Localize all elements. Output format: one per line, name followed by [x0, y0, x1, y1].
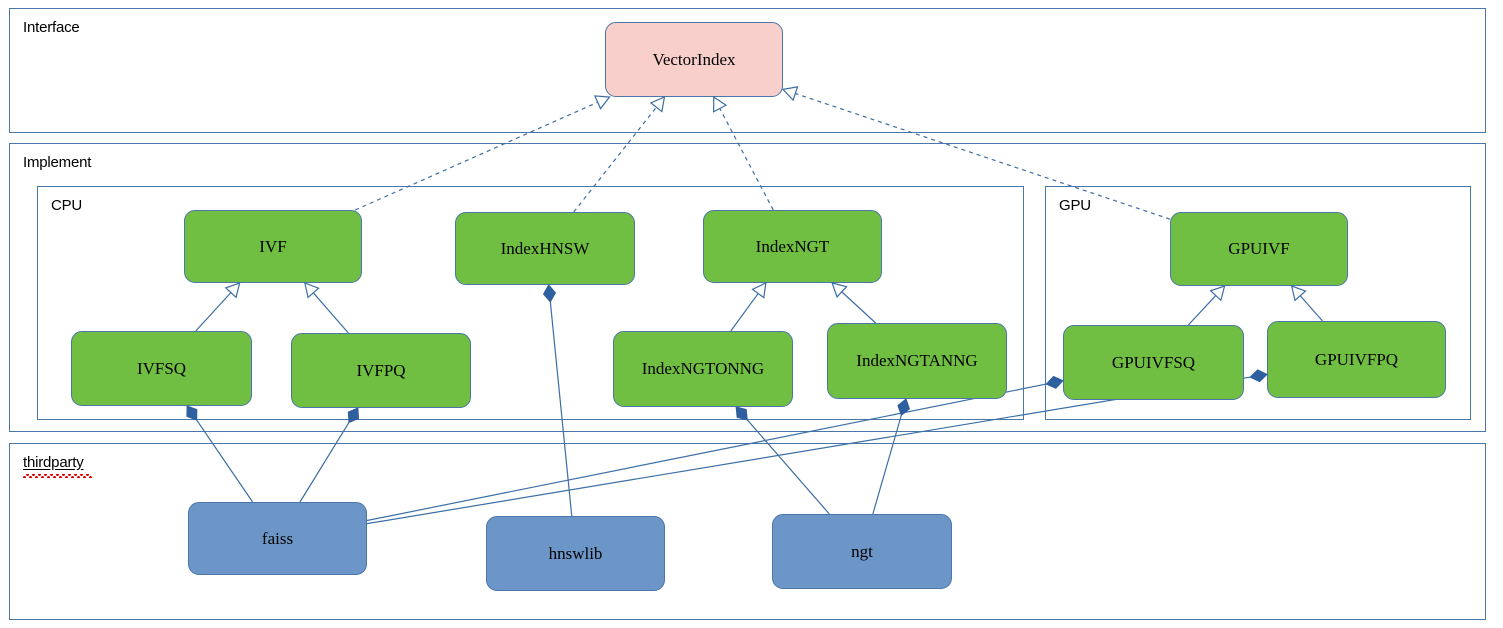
node-label-gpuivfsq: GPUIVFSQ — [1111, 352, 1196, 372]
node-hnswlib[interactable]: hnswlib — [486, 516, 665, 591]
node-label-ngt: ngt — [851, 541, 873, 561]
node-label-hnswlib: hnswlib — [548, 543, 603, 563]
node-label-faiss: faiss — [261, 528, 294, 548]
node-ivfsq[interactable]: IVFSQ — [71, 331, 252, 406]
node-faiss[interactable]: faiss — [188, 502, 367, 575]
container-gpu — [1045, 186, 1471, 420]
node-label-gpuivf: GPUIVF — [1228, 239, 1290, 258]
node-label-ivfsq: IVFSQ — [136, 358, 187, 378]
node-indexngtanng[interactable]: IndexNGTANNG — [827, 323, 1007, 399]
node-label-vectorindex: VectorIndex — [652, 49, 736, 69]
node-label-indexhnsw: IndexHNSW — [500, 238, 590, 258]
node-ngt[interactable]: ngt — [772, 514, 952, 589]
spellcheck-underline — [23, 474, 92, 478]
node-indexngt[interactable]: IndexNGT — [703, 210, 882, 283]
node-indexhnsw[interactable]: IndexHNSW — [455, 212, 635, 285]
node-gpuivf[interactable]: GPUIVF — [1170, 212, 1348, 286]
node-label-indexngt: IndexNGT — [755, 236, 830, 256]
node-label-indexngtanng: IndexNGTANNG — [856, 351, 978, 370]
container-label-thirdparty: thirdparty — [23, 454, 84, 471]
node-label-ivfpq: IVFPQ — [356, 360, 406, 380]
node-label-ivf: IVF — [259, 236, 287, 256]
node-indexngtonng[interactable]: IndexNGTONNG — [613, 331, 793, 407]
container-label-interface: Interface — [23, 19, 80, 36]
container-label-gpu: GPU — [1059, 197, 1091, 214]
node-label-indexngtonng: IndexNGTONNG — [641, 359, 765, 378]
node-vectorindex[interactable]: VectorIndex — [605, 22, 783, 97]
container-label-implement: Implement — [23, 154, 92, 171]
node-label-gpuivfpq: GPUIVFPQ — [1314, 349, 1399, 369]
container-label-cpu: CPU — [51, 197, 83, 214]
node-ivf[interactable]: IVF — [184, 210, 362, 283]
node-gpuivfsq[interactable]: GPUIVFSQ — [1063, 325, 1244, 400]
node-gpuivfpq[interactable]: GPUIVFPQ — [1267, 321, 1446, 398]
node-ivfpq[interactable]: IVFPQ — [291, 333, 471, 408]
